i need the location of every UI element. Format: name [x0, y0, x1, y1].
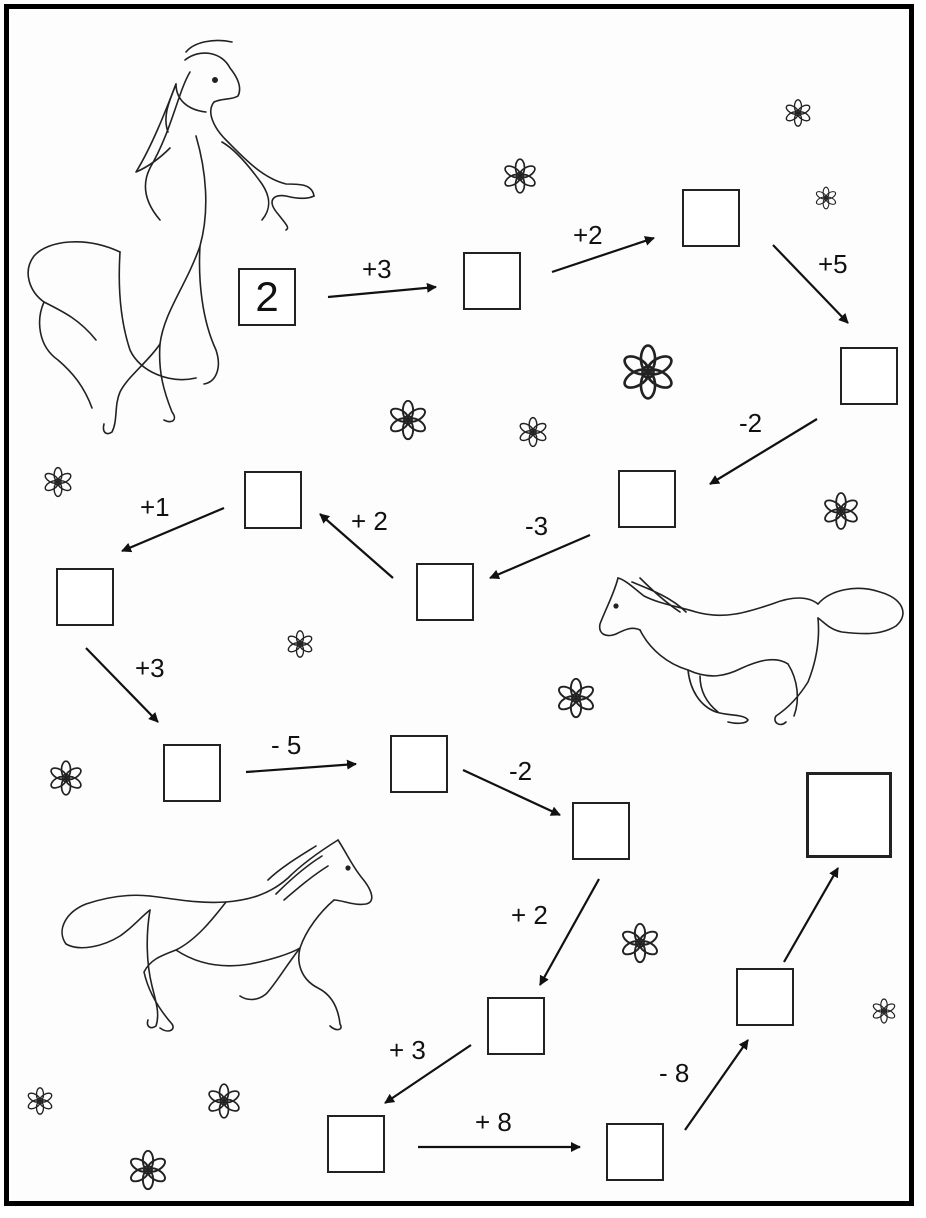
operation-label: + 8: [475, 1109, 512, 1135]
operation-label: - 5: [271, 732, 301, 758]
flower-icon: [621, 924, 659, 962]
arrow: [540, 879, 599, 985]
answer-box[interactable]: [487, 997, 545, 1055]
answer-box[interactable]: [618, 470, 676, 528]
arrow: [710, 419, 817, 484]
answer-box[interactable]: [244, 471, 302, 529]
operation-label: +1: [140, 494, 170, 520]
galloping-horse-right-illustration: [600, 578, 903, 724]
operation-label: -2: [739, 410, 762, 436]
operation-label: + 2: [351, 508, 388, 534]
flower-icon: [287, 631, 313, 657]
operation-label: +3: [362, 256, 392, 282]
flower-icon: [27, 1088, 53, 1114]
answer-box[interactable]: [163, 744, 221, 802]
operation-label: -2: [509, 758, 532, 784]
operation-label: +2: [573, 222, 603, 248]
arrow: [552, 238, 654, 272]
answer-box[interactable]: [463, 252, 521, 310]
flower-icon: [872, 999, 896, 1023]
answer-box[interactable]: [390, 735, 448, 793]
final-answer-box[interactable]: [806, 772, 892, 858]
arrow: [246, 764, 356, 772]
flower-icon: [389, 401, 427, 439]
flower-icon: [44, 468, 73, 497]
answer-box[interactable]: [736, 968, 794, 1026]
flower-icon: [557, 679, 595, 717]
answer-box[interactable]: [840, 347, 898, 405]
rearing-horse-illustration: [28, 40, 314, 433]
operation-label: - 8: [659, 1060, 689, 1086]
flower-icon: [49, 761, 83, 795]
flower-icon: [815, 187, 837, 209]
flower-icon: [207, 1084, 241, 1118]
arrow: [328, 287, 436, 297]
flower-icon: [519, 418, 548, 447]
flower-icon: [503, 159, 537, 193]
flower-icon: [129, 1151, 167, 1189]
answer-box[interactable]: [327, 1115, 385, 1173]
arrow: [784, 868, 838, 962]
answer-box[interactable]: [416, 563, 474, 621]
answer-box[interactable]: [572, 802, 630, 860]
operation-label: +5: [818, 251, 848, 277]
operation-label: -3: [525, 513, 548, 539]
answer-box[interactable]: [56, 568, 114, 626]
flower-icon: [622, 346, 675, 399]
answer-box[interactable]: [682, 189, 740, 247]
arrow: [490, 535, 590, 578]
operation-label: + 2: [511, 902, 548, 928]
start-value: 2: [240, 270, 294, 324]
start-box: 2: [238, 268, 296, 326]
arrows: [86, 238, 848, 1147]
operation-label: + 3: [389, 1037, 426, 1063]
arrow: [685, 1040, 748, 1130]
galloping-horse-left-illustration: [62, 840, 372, 1031]
arrow: [122, 508, 224, 551]
operation-label: +3: [135, 655, 165, 681]
flower-icon: [823, 493, 859, 529]
flower-icon: [785, 100, 811, 126]
answer-box[interactable]: [606, 1123, 664, 1181]
